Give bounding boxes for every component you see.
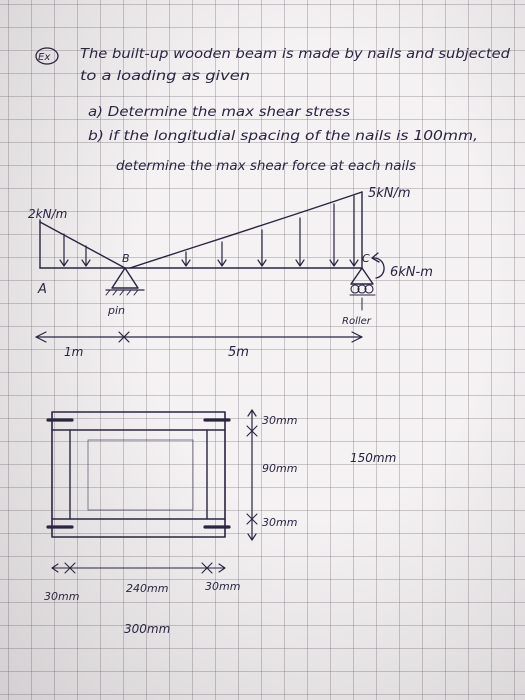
- part-b-line-2: determine the max shear force at each na…: [116, 159, 416, 174]
- moment-label: 6kN-m: [390, 265, 433, 280]
- dim-top-label: 30mm: [262, 414, 297, 427]
- beam-diagram: 2kN/m 5kN/m A B C pin Roller: [28, 186, 433, 360]
- load-left-label: 2kN/m: [28, 207, 67, 221]
- example-label: Ex: [38, 52, 50, 63]
- point-b-label: B: [122, 252, 130, 265]
- roller-label: Roller: [342, 316, 372, 327]
- dim-ab-label: 1m: [64, 345, 83, 359]
- section-vertical-dims: 30mm 90mm 30mm 150mm: [246, 409, 396, 541]
- load-left-profile: [39, 221, 126, 269]
- dim-width-label: 300mm: [124, 622, 170, 636]
- dim-left-label: 30mm: [44, 590, 79, 603]
- point-a-label: A: [37, 282, 47, 297]
- section-horizontal-dims: 30mm 240mm 30mm 300mm: [44, 562, 240, 636]
- pin-label: pin: [107, 304, 125, 317]
- section-inner-sketch: [87, 439, 194, 511]
- problem-line-2: to a loading as given: [80, 69, 250, 84]
- problem-statement: Ex The built-up wooden beam is made by n…: [35, 47, 511, 174]
- section-outer: [51, 411, 226, 538]
- roller-support: Roller: [342, 267, 376, 327]
- dim-height-label: 150mm: [350, 451, 396, 465]
- dim-mid-label: 90mm: [262, 462, 297, 475]
- point-c-label: C: [362, 252, 370, 265]
- dim-bc-label: 5m: [228, 345, 249, 360]
- dim-web-label: 240mm: [126, 582, 168, 595]
- nails: [46, 418, 231, 529]
- moment-arrow: 6kN-m: [371, 252, 433, 280]
- part-a: a) Determine the max shear stress: [88, 105, 350, 120]
- cross-section: 30mm 90mm 30mm 150mm 30mm 240mm 30mm 300…: [44, 409, 396, 636]
- load-arrows: [59, 195, 359, 267]
- example-circle: [35, 47, 59, 65]
- beam-dimension: 1m 5m: [35, 331, 363, 360]
- load-right-profile: [129, 191, 363, 269]
- dim-bot-label: 30mm: [262, 516, 297, 529]
- dim-right-label: 30mm: [205, 580, 240, 593]
- problem-line-1: The built-up wooden beam is made by nail…: [80, 47, 511, 62]
- load-right-label: 5kN/m: [368, 186, 411, 201]
- part-b-line-1: b) if the longitudial spacing of the nai…: [88, 129, 478, 144]
- pin-support: pin: [105, 267, 145, 317]
